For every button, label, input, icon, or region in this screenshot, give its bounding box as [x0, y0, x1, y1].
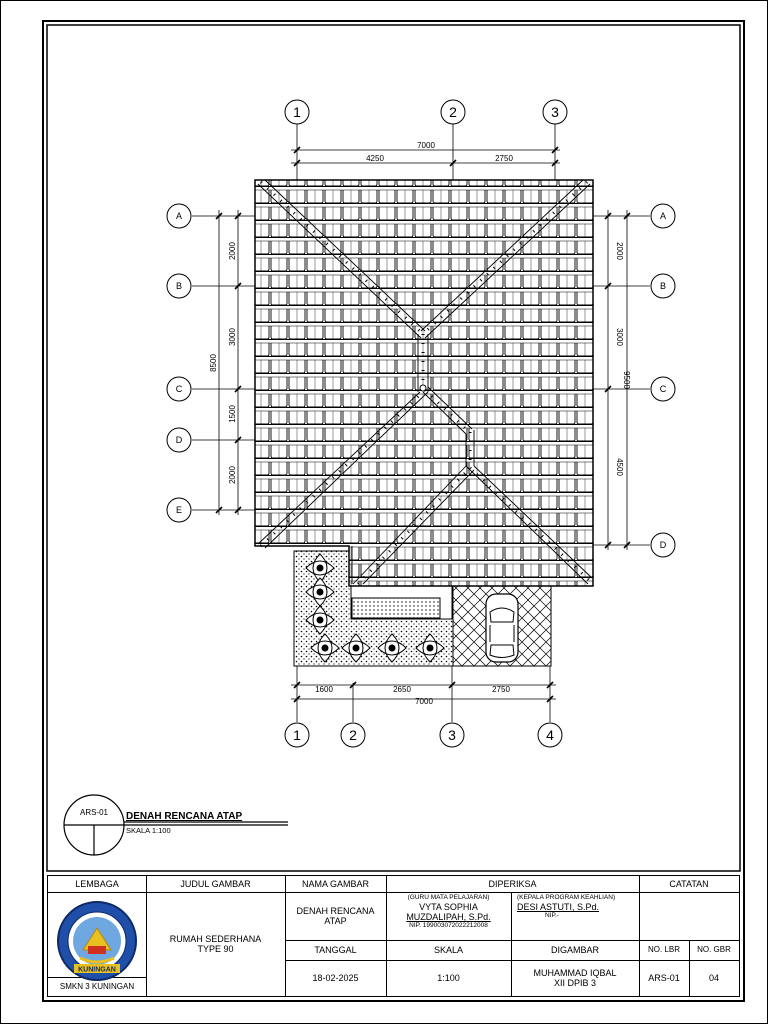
logo-text: KUNINGAN	[78, 967, 116, 974]
dim-right-seg-3: 4500	[615, 458, 624, 476]
dim-top-seg-2: 2750	[495, 154, 513, 163]
kaprog-role: (KEPALA PROGRAM KEAHLIAN)	[517, 894, 616, 901]
title-block: LEMBAGA JUDUL GAMBAR NAMA GAMBAR DIPERIK…	[47, 875, 740, 997]
grid-label-top-1: 1	[293, 104, 301, 120]
no-gbr-value: 04	[708, 973, 719, 983]
header-no-lbr: NO. LBR	[647, 945, 680, 954]
nama-line-1: DENAH RENCANA	[296, 906, 375, 916]
grid-label-top-2: 2	[449, 104, 457, 120]
planter-box	[351, 597, 441, 619]
dim-bottom-seg-1: 1600	[315, 685, 333, 694]
dimension-ticks	[215, 146, 631, 703]
guru-name-1: VYTA SOPHIA	[419, 902, 478, 912]
grid-label-right-a: A	[660, 211, 666, 221]
dim-top-total: 7000	[417, 141, 435, 150]
grid-label-top-3: 3	[551, 104, 559, 120]
header-no-gbr: NO. GBR	[697, 945, 731, 954]
header-digambar: DIGAMBAR	[550, 945, 599, 955]
nama-line-2: ATAP	[324, 916, 347, 926]
dim-top-seg-1: 4250	[366, 154, 384, 163]
grid-label-left-b: B	[176, 281, 182, 291]
tanggal-value: 18-02-2025	[312, 973, 359, 983]
guru-nip: NIP. 199003072022212008	[409, 922, 488, 929]
car-icon	[485, 593, 519, 663]
guru-name-2: MUZDALIPAH, S.Pd.	[406, 912, 491, 922]
grid-label-right-c: C	[660, 384, 667, 394]
dim-left-seg-3: 1500	[228, 405, 237, 423]
dim-bottom-seg-2: 2650	[393, 685, 411, 694]
no-lbr-value: ARS-01	[648, 973, 680, 983]
grid-label-bottom-4: 4	[546, 727, 554, 743]
header-diperiksa: DIPERIKSA	[488, 879, 537, 889]
grid-label-left-e: E	[176, 505, 182, 515]
guru-role: (GURU MATA PELAJARAN)	[407, 894, 490, 901]
dim-right-total: 9500	[622, 371, 631, 389]
dim-left-seg-1: 2000	[228, 242, 237, 260]
grid-label-bottom-1: 1	[293, 727, 301, 743]
kaprog-name: DESI ASTUTI, S.Pd.	[517, 902, 600, 912]
dim-left-seg-4: 2000	[228, 466, 237, 484]
drawing-title: ARS-01 DENAH RENCANA ATAP SKALA 1:100	[63, 794, 288, 856]
digambar-line-2: XII DPIB 3	[553, 978, 597, 988]
drawing-title-text: DENAH RENCANA ATAP	[126, 811, 242, 822]
grid-bubbles	[166, 99, 676, 748]
dimension-lines	[192, 124, 650, 722]
drawing-code: ARS-01	[80, 808, 109, 817]
header-lembaga: LEMBAGA	[75, 879, 119, 889]
grid-label-right-d: D	[660, 540, 667, 550]
grid-label-left-a: A	[176, 211, 182, 221]
header-skala: SKALA	[433, 945, 464, 955]
sheet-border	[42, 20, 745, 1002]
grid-label-bottom-2: 2	[349, 727, 357, 743]
dim-left-seg-2: 3000	[228, 328, 237, 346]
judul-line-2: TYPE 90	[197, 944, 234, 954]
school-logo-icon: KUNINGAN	[56, 900, 138, 982]
header-nama-gambar: NAMA GAMBAR	[301, 879, 369, 889]
judul-line-1: RUMAH SEDERHANA	[169, 934, 262, 944]
digambar-line-1: MUHAMMAD IQBAL	[533, 968, 617, 978]
grid-label-left-c: C	[176, 384, 183, 394]
dim-right-seg-1: 2000	[615, 242, 624, 260]
grid-label-right-b: B	[660, 281, 666, 291]
grid-label-bottom-3: 3	[448, 727, 456, 743]
roof-outline	[254, 179, 594, 587]
site-landscape	[293, 550, 552, 667]
kaprog-nip: NIP.-	[545, 912, 559, 919]
grid-label-left-d: D	[176, 435, 183, 445]
dim-left-total: 8500	[209, 354, 218, 372]
skala-value: 1:100	[437, 973, 460, 983]
dim-bottom-total: 7000	[415, 697, 433, 706]
plants	[305, 553, 445, 663]
header-judul-gambar: JUDUL GAMBAR	[180, 879, 251, 889]
drawing-scale-text: SKALA 1:100	[126, 826, 171, 835]
header-tanggal: TANGGAL	[314, 945, 357, 955]
dim-bottom-seg-3: 2750	[492, 685, 510, 694]
header-catatan: CATATAN	[669, 879, 709, 889]
school-name: SMKN 3 KUNINGAN	[59, 981, 135, 991]
dim-right-seg-2: 3000	[615, 328, 624, 346]
